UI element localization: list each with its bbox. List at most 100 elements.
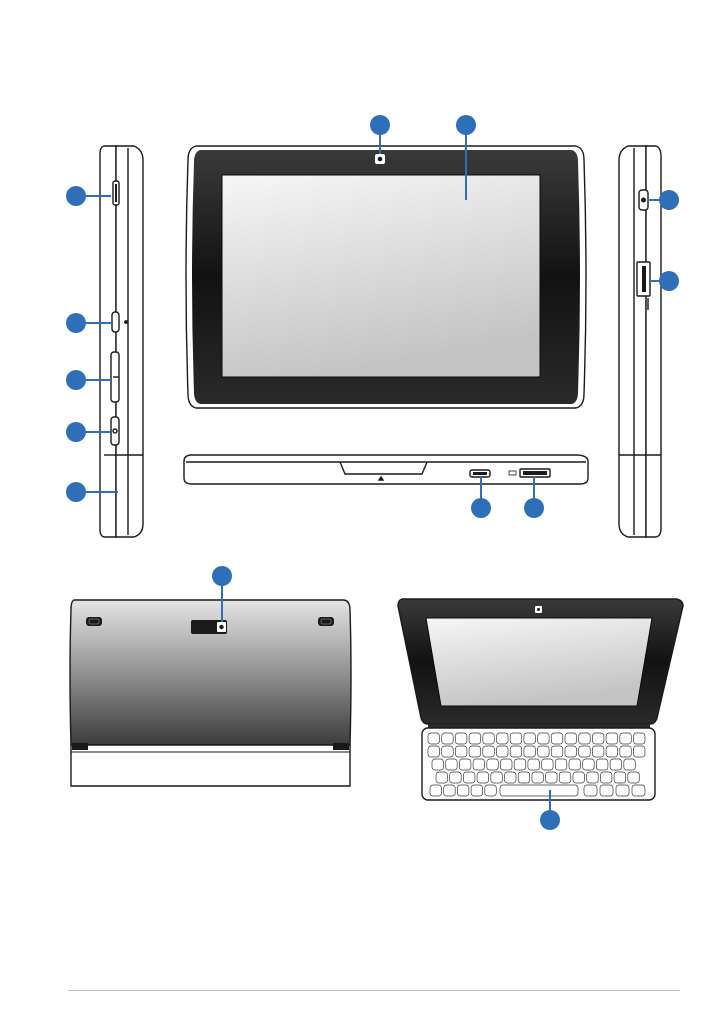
keyboard-key <box>579 746 591 757</box>
keyboard-key <box>483 746 495 757</box>
back-view <box>70 600 351 786</box>
keyboard-key <box>620 733 632 744</box>
keyboard-key <box>565 746 577 757</box>
callout-side-speaker <box>66 482 86 502</box>
keyboard-key <box>610 759 622 770</box>
callout-keyboard <box>540 810 560 830</box>
callout-power <box>66 422 86 442</box>
keyboard-key <box>514 759 526 770</box>
footer-rule <box>68 990 680 991</box>
keyboard-key <box>524 746 536 757</box>
keyboard-key <box>524 733 536 744</box>
keyboard-key <box>487 759 499 770</box>
keyboard-key <box>432 759 444 770</box>
keyboard-key <box>620 746 632 757</box>
keyboard-key <box>518 772 530 783</box>
keyboard-key <box>430 785 442 796</box>
bottom-edge-view <box>184 455 588 484</box>
keyboard-key <box>469 733 481 744</box>
keyboard-key <box>436 772 448 783</box>
power-icon <box>111 417 119 445</box>
keyboard-key <box>528 759 540 770</box>
keyboard-key <box>555 759 567 770</box>
keyboard-key <box>532 772 544 783</box>
keyboard-icon <box>422 728 655 800</box>
keyboard-key <box>587 772 599 783</box>
keyboard-key <box>569 759 581 770</box>
callout-rear-camera <box>212 566 232 586</box>
headphone-jack-icon <box>639 190 648 210</box>
keyboard-key <box>634 746 646 757</box>
mini-hdmi-icon <box>470 470 490 477</box>
keyboard-key <box>510 733 522 744</box>
keyboard-key <box>565 733 577 744</box>
keyboard-key <box>455 746 467 757</box>
keyboard-key <box>538 746 550 757</box>
callout-touchscreen <box>456 115 476 135</box>
keyboard-key <box>542 759 554 770</box>
keyboard-key <box>551 746 563 757</box>
keyboard-key <box>606 733 618 744</box>
callout-volume <box>66 370 86 390</box>
keyboard-key <box>471 785 483 796</box>
keyboard-key <box>632 785 645 796</box>
keyboard-key <box>628 772 640 783</box>
callout-front-camera <box>370 115 390 135</box>
keyboard-key <box>592 733 604 744</box>
callout-mic <box>66 313 86 333</box>
callout-headphone <box>659 190 679 210</box>
keyboard-key <box>538 733 550 744</box>
callout-dock-port <box>524 498 544 518</box>
keyboard-key <box>491 772 503 783</box>
right-side-view <box>619 146 661 537</box>
dock-screen <box>426 618 652 706</box>
front-view <box>186 146 586 408</box>
keyboard-key <box>428 733 440 744</box>
keyboard-key <box>510 746 522 757</box>
keyboard-key <box>573 772 585 783</box>
front-screen <box>222 175 540 377</box>
keyboard-key <box>501 759 513 770</box>
keyboard-key <box>497 733 509 744</box>
keyboard-key <box>559 772 571 783</box>
keyboard-key <box>469 746 481 757</box>
volume-rocker-icon <box>111 352 119 402</box>
keyboard-key <box>455 733 467 744</box>
camera-icon <box>191 620 227 634</box>
keyboard-key <box>505 772 517 783</box>
keyboard-key <box>616 785 629 796</box>
keyboard-key <box>483 733 495 744</box>
keyboard-key <box>459 759 471 770</box>
keyboard-key <box>583 759 595 770</box>
keyboard-key <box>444 785 456 796</box>
speaker-grille-icon <box>86 617 102 626</box>
keyboard-key <box>614 772 626 783</box>
keyboard-key <box>546 772 558 783</box>
keyboard-key <box>551 733 563 744</box>
keyboard-key <box>457 785 469 796</box>
keyboard-key <box>442 746 454 757</box>
sd-card-icon <box>113 181 119 205</box>
keyboard-key <box>463 772 475 783</box>
keyboard-key <box>606 746 618 757</box>
keyboard-key <box>600 772 612 783</box>
camera-icon <box>375 154 385 164</box>
camera-icon <box>535 606 542 613</box>
callout-sd-slot <box>66 186 86 206</box>
keyboard-dock-view <box>398 599 683 800</box>
keyboard-key <box>592 746 604 757</box>
keyboard-key <box>600 785 613 796</box>
keyboard-key <box>596 759 608 770</box>
keyboard-key <box>485 785 497 796</box>
keyboard-key <box>450 772 462 783</box>
left-side-view <box>100 146 143 537</box>
keyboard-key <box>428 746 440 757</box>
keyboard-key <box>624 759 636 770</box>
keyboard-key <box>584 785 597 796</box>
keyboard-key <box>473 759 485 770</box>
keyboard-key <box>446 759 458 770</box>
keyboard-spacebar <box>500 785 578 796</box>
callout-mini-hdmi <box>471 498 491 518</box>
keyboard-key <box>579 733 591 744</box>
